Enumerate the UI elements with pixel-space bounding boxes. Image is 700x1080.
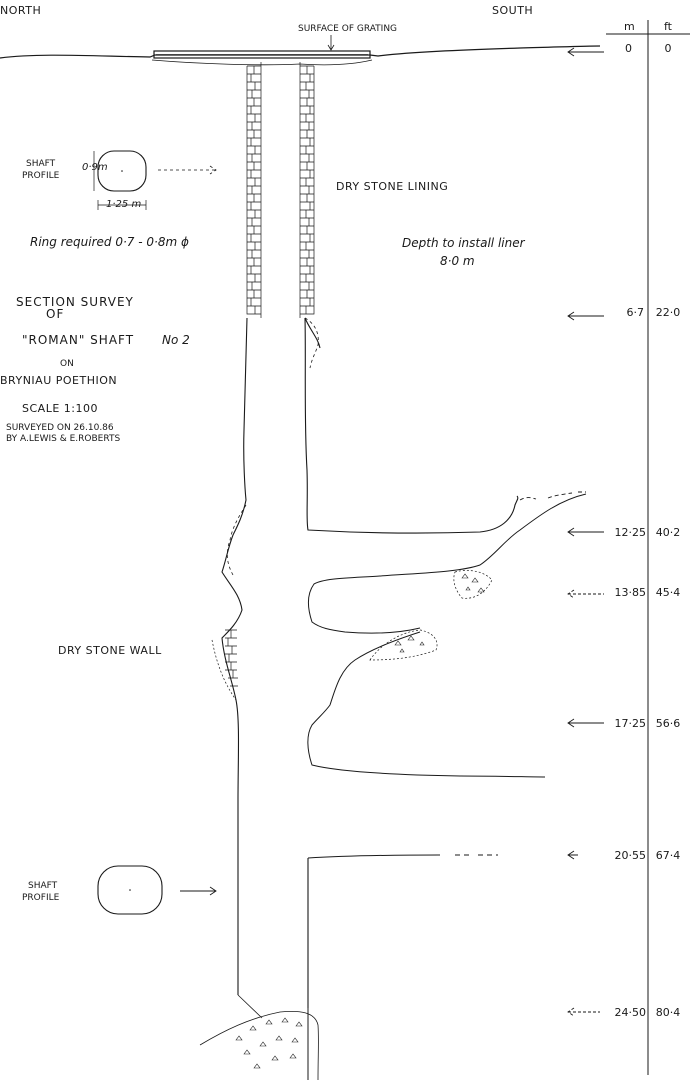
scale-header-m: m — [624, 20, 635, 33]
depth-m-1: 6·7 — [627, 306, 645, 319]
shaft-wall-north — [221, 317, 248, 995]
depth-m-2: 12·25 — [615, 526, 647, 539]
shaft-profile-top-dim-height: 0·9m — [82, 162, 108, 173]
liner-note-line-2: 8·0 m — [440, 254, 475, 268]
bottom-rubble — [199, 1010, 319, 1080]
arrow-0 — [567, 47, 604, 57]
shaft-profile-top-label-1: SHAFT — [26, 159, 56, 169]
depth-ft-0: 0 — [665, 42, 672, 55]
bottom-rubble-stones — [235, 1017, 303, 1069]
dry-stone-lining-label: DRY STONE LINING — [336, 180, 448, 193]
liner-note-line-1: Depth to install liner — [402, 236, 526, 250]
dry-stone-wall-label: DRY STONE WALL — [58, 644, 162, 657]
lining-base-dashed — [304, 317, 319, 369]
shaft-profile-bottom-center — [129, 889, 131, 891]
depth-arrows — [567, 47, 604, 1017]
shaft-profile-bottom-label-1: SHAFT — [28, 881, 58, 891]
shaft-profile-top-label-2: PROFILE — [22, 171, 60, 181]
arrow-22ft — [567, 311, 604, 321]
title-scale: SCALE 1:100 — [22, 402, 98, 415]
shaft-profile-top-center — [121, 170, 123, 172]
level-67ft-line — [307, 854, 441, 859]
depth-ft-1: 22·0 — [656, 306, 681, 319]
title-line-1: SECTION SURVEY — [16, 295, 134, 309]
title-line-2: OF — [46, 307, 64, 321]
debris-56ft-stones — [394, 635, 425, 653]
depth-ft-2: 40·2 — [656, 526, 681, 539]
arrow-45ft — [567, 589, 604, 599]
depth-ft-3: 45·4 — [656, 586, 681, 599]
gallery-56ft — [307, 631, 546, 778]
arrow-67ft — [567, 850, 578, 860]
depth-m-3: 13·85 — [615, 586, 647, 599]
depth-m-5: 20·55 — [615, 849, 647, 862]
depth-ft-4: 56·6 — [656, 717, 681, 730]
ground-surface-line — [0, 45, 601, 59]
shaft-profile-top-arrow — [158, 165, 217, 175]
arrow-40ft — [567, 527, 604, 537]
shaft-profile-bottom-label-2: PROFILE — [22, 893, 60, 903]
title-line-5: BRYNIAU POETHION — [0, 374, 117, 387]
shaft-profile-top-shape — [97, 150, 147, 192]
shaft-wall-north-dashed — [226, 504, 247, 576]
surface-label: SURFACE OF GRATING — [298, 24, 397, 34]
debris-56ft — [369, 629, 438, 661]
depth-ft-5: 67·4 — [656, 849, 681, 862]
shaft-profile-bottom-arrow — [180, 886, 217, 896]
dry-stone-wall-bricks — [211, 629, 238, 701]
south-label: SOUTH — [492, 4, 533, 17]
shaft-profile-top-dim-width: 1·25 m — [106, 199, 141, 210]
grating — [153, 50, 371, 59]
ground-surface-shading — [151, 59, 373, 66]
shaft-wall-south — [304, 317, 519, 534]
depth-m-0: 0 — [625, 42, 632, 55]
north-label: NORTH — [0, 4, 41, 17]
title-line-4: ON — [60, 359, 74, 369]
debris-45ft — [453, 570, 493, 599]
gallery-45ft — [308, 493, 587, 634]
shaft-wall-south-lower — [304, 317, 321, 1008]
arrow-80ft — [567, 1007, 600, 1017]
depth-m-6: 24·50 — [615, 1006, 647, 1019]
arrow-56ft — [567, 718, 604, 728]
ring-note: Ring required 0·7 - 0·8m ϕ — [30, 235, 189, 249]
shaft-profile-bottom-shape — [97, 865, 163, 915]
title-line-3: "ROMAN" SHAFT — [22, 333, 134, 347]
title-by: BY A.LEWIS & E.ROBERTS — [6, 434, 120, 444]
title-surveyed: SURVEYED ON 26.10.86 — [6, 423, 114, 433]
shaft-profile-top-dims — [93, 151, 147, 210]
dry-stone-lining-right — [299, 62, 315, 318]
scale-header-ft: ft — [664, 20, 673, 33]
gallery-40ft-upper-dashed — [519, 491, 586, 501]
grating-pointer-head — [327, 44, 335, 51]
dry-stone-lining-left — [246, 62, 262, 318]
title-number: No 2 — [162, 333, 190, 347]
depth-m-4: 17·25 — [615, 717, 647, 730]
shaft-bottom-left — [237, 994, 263, 1019]
debris-45ft-stones — [461, 573, 485, 593]
depth-ft-6: 80·4 — [656, 1006, 681, 1019]
